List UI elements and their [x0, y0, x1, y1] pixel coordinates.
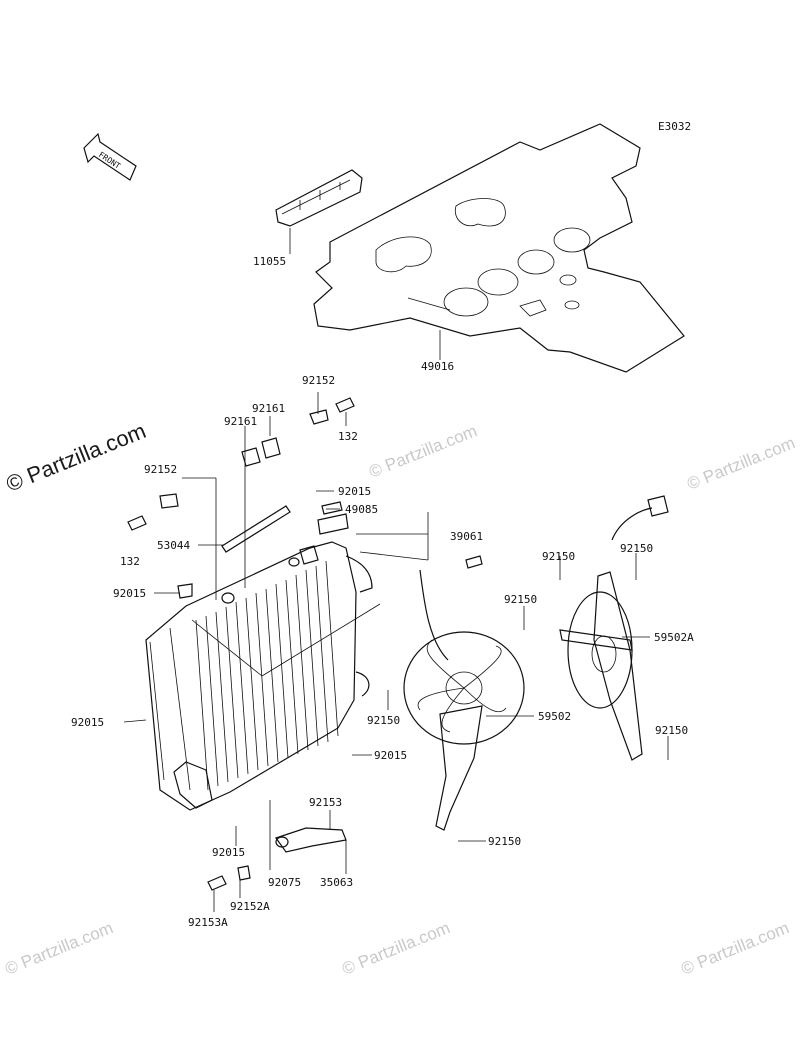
leader-lines: [123, 392, 669, 912]
label-49085: 49085: [345, 503, 378, 516]
bracket-11055: [275, 169, 363, 254]
label-92161-b: 92161: [252, 402, 285, 415]
label-59502A: 59502A: [654, 631, 694, 644]
label-92150-d: 92150: [367, 714, 400, 727]
label-132-top: 132: [338, 430, 358, 443]
label-49016: 49016: [421, 360, 454, 373]
label-59502: 59502: [538, 710, 571, 723]
label-92153: 92153: [309, 796, 342, 809]
label-53044: 53044: [157, 539, 190, 552]
part-labels: 11055 49016 92152 132 92161 92161 92152 …: [71, 255, 694, 929]
diagram-code: E3032: [658, 120, 691, 133]
fill-neck: [288, 501, 349, 567]
fan-59502A: [559, 495, 669, 761]
label-92015-right: 92015: [374, 749, 407, 762]
label-92150-e: 92150: [655, 724, 688, 737]
label-132-left: 132: [120, 555, 140, 568]
label-92150-f: 92150: [488, 835, 521, 848]
watermark-repeat: © Partzilla.com: [366, 421, 479, 482]
watermarks: © Partzilla.com © Partzilla.com © Partzi…: [2, 418, 797, 979]
label-92015-left: 92015: [113, 587, 146, 600]
label-92161-a: 92161: [224, 415, 257, 428]
label-92015-mid: 92015: [71, 716, 104, 729]
label-92152-top: 92152: [302, 374, 335, 387]
hardware-left: [127, 397, 355, 604]
watermark-repeat: © Partzilla.com: [339, 918, 452, 979]
label-92153A: 92153A: [188, 916, 228, 929]
watermark-main: © Partzilla.com: [3, 418, 150, 497]
heat-shield-49016: [313, 123, 685, 373]
fan-59502: [403, 555, 525, 831]
label-92150-b: 92150: [620, 542, 653, 555]
radiator-core: [145, 541, 373, 811]
label-92075: 92075: [268, 876, 301, 889]
label-92015-bot: 92015: [212, 846, 245, 859]
label-92150-a: 92150: [542, 550, 575, 563]
label-11055: 11055: [253, 255, 286, 268]
label-92015-top: 92015: [338, 485, 371, 498]
label-92150-c: 92150: [504, 593, 537, 606]
watermark-repeat: © Partzilla.com: [678, 918, 791, 979]
label-92152A: 92152A: [230, 900, 270, 913]
label-35063: 35063: [320, 876, 353, 889]
label-92152-left: 92152: [144, 463, 177, 476]
watermark-repeat: © Partzilla.com: [2, 918, 115, 979]
front-arrow-icon: FRONT: [83, 132, 137, 181]
watermark-repeat: © Partzilla.com: [684, 433, 797, 494]
label-39061: 39061: [450, 530, 483, 543]
